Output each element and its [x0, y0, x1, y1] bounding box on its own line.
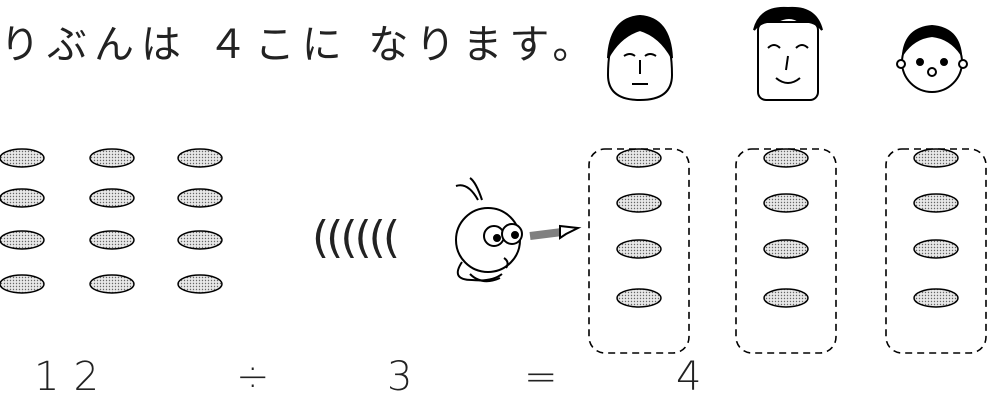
group-bean: [616, 239, 662, 259]
group-bean: [913, 193, 959, 213]
group-bean: [763, 148, 809, 168]
pile-bean: [89, 230, 135, 250]
group-bean: [763, 239, 809, 259]
group-bean: [913, 288, 959, 308]
equation-divisor: 3: [387, 354, 413, 400]
pile-bean: [0, 188, 45, 208]
grouped-beans: [616, 148, 959, 308]
group-box-2: [735, 148, 837, 354]
pile-bean: [89, 188, 135, 208]
bean-pile: [0, 148, 223, 294]
pile-bean: [0, 230, 45, 250]
group-bean: [913, 148, 959, 168]
pile-bean: [89, 274, 135, 294]
equation-quotient: 4: [676, 354, 702, 400]
motion-lines: ((((((: [312, 212, 400, 263]
equation-equals-sign: =: [524, 354, 558, 400]
group-box-1: [588, 148, 690, 354]
sentence-text: りぶんは ４こに なります。: [0, 22, 600, 68]
pile-bean: [0, 274, 45, 294]
group-bean: [616, 288, 662, 308]
group-box-3: [885, 148, 987, 354]
pile-bean: [89, 148, 135, 168]
pile-bean: [177, 188, 223, 208]
equation-divide-sign: ÷: [236, 354, 270, 400]
group-bean: [913, 239, 959, 259]
pile-bean: [0, 148, 45, 168]
person-face-2: [753, 6, 823, 101]
person-face-1: [606, 14, 674, 102]
person-face-3: [896, 24, 968, 93]
pile-bean: [177, 274, 223, 294]
group-bean: [616, 148, 662, 168]
group-bean: [616, 193, 662, 213]
group-bean: [763, 288, 809, 308]
pile-bean: [177, 230, 223, 250]
group-bean: [763, 193, 809, 213]
mascot-character: [455, 177, 582, 283]
pile-bean: [177, 148, 223, 168]
equation-dividend: 12: [34, 354, 113, 400]
